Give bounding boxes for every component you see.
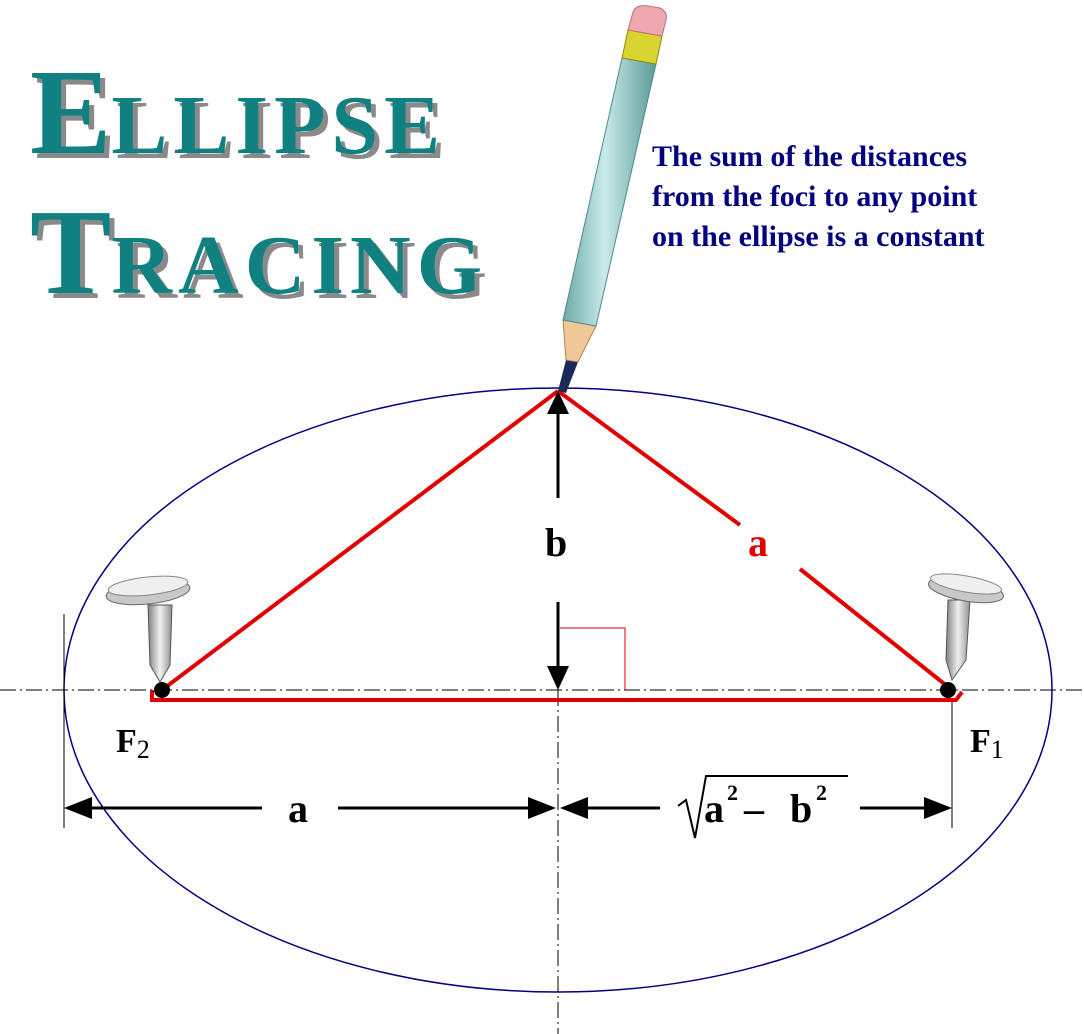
string-right-upper	[556, 389, 742, 527]
string-right-lower	[798, 567, 954, 692]
pencil-wood	[562, 319, 597, 363]
title-line2: TRACING	[30, 185, 488, 320]
formula-b: b	[790, 786, 812, 831]
label-a-bottom: a	[288, 786, 308, 831]
focus-point-right	[940, 682, 956, 698]
a-arrow-left-head	[64, 797, 92, 819]
c-arrow-left-head	[560, 797, 588, 819]
string-left	[160, 389, 560, 692]
formula-sup2: 2	[816, 780, 827, 805]
pencil-lead	[558, 360, 578, 393]
pencil-eraser	[627, 5, 667, 37]
title-line1: ELLIPSE	[30, 45, 446, 180]
right-angle-marker	[560, 627, 626, 690]
caption-line2: from the foci to any point	[652, 180, 977, 213]
string-triangle	[150, 389, 964, 702]
title: ELLIPSE ELLIPSE TRACING TRACING	[30, 45, 493, 325]
pencil-icon	[558, 5, 667, 393]
formula-minus: –	[743, 786, 765, 831]
c-dimension: a 2 – b 2	[560, 775, 952, 839]
c-arrow-right-head	[924, 797, 952, 819]
b-arrow-up-head	[547, 391, 569, 414]
formula-a: a	[704, 786, 724, 831]
string-bottom	[150, 690, 964, 702]
pin-icon-left	[105, 575, 191, 683]
formula-sup1: 2	[727, 780, 738, 805]
label-a-red: a	[748, 520, 768, 565]
caption-line1: The sum of the distances	[652, 140, 967, 173]
label-focus-right: F1	[970, 723, 1004, 764]
pin-icon-right	[928, 573, 1004, 682]
label-b: b	[545, 520, 567, 565]
caption-line3: on the ellipse is a constant	[652, 220, 985, 253]
title-line1-shadow: ELLIPSE	[35, 50, 451, 185]
b-arrow-down-head	[547, 666, 569, 690]
sqrt-symbol	[677, 775, 848, 839]
label-focus-left: F2	[116, 723, 150, 764]
a-dimension: a	[64, 786, 556, 831]
focus-point-left	[154, 682, 170, 698]
b-dimension: b	[545, 391, 569, 690]
title-line2-shadow: TRACING	[35, 190, 493, 325]
formula: a 2 – b 2	[704, 780, 827, 831]
a-arrow-right-head	[528, 797, 556, 819]
pencil-body	[562, 57, 657, 327]
caption: The sum of the distances from the foci t…	[652, 140, 985, 253]
